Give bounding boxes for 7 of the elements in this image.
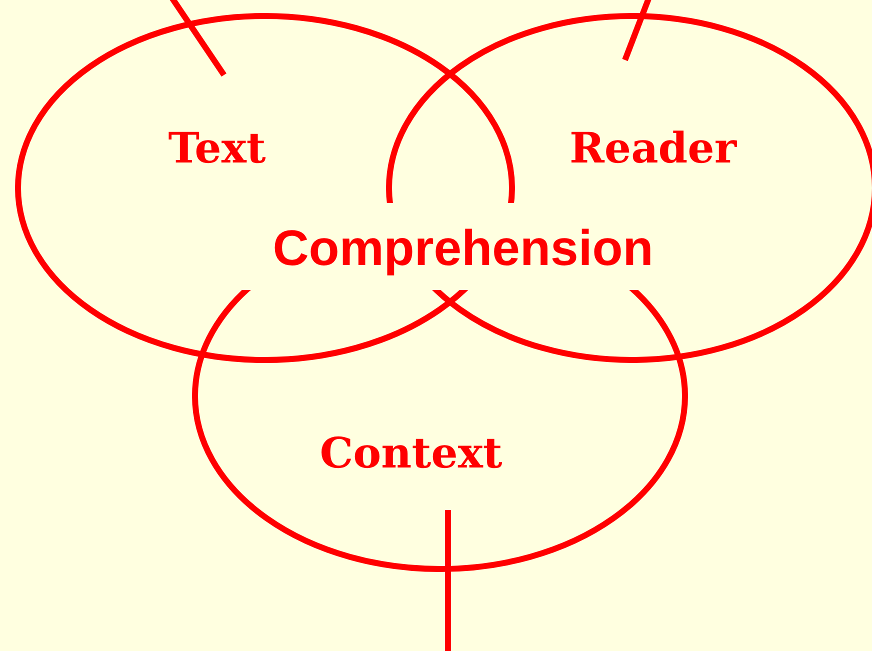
node-label: Text [168,124,266,172]
connector-line [445,510,451,651]
node-label: Reader [569,124,737,172]
connector-line [168,0,226,77]
node-label: Context [320,428,502,478]
center-label: Comprehension [272,219,654,277]
connector-line [622,0,653,62]
